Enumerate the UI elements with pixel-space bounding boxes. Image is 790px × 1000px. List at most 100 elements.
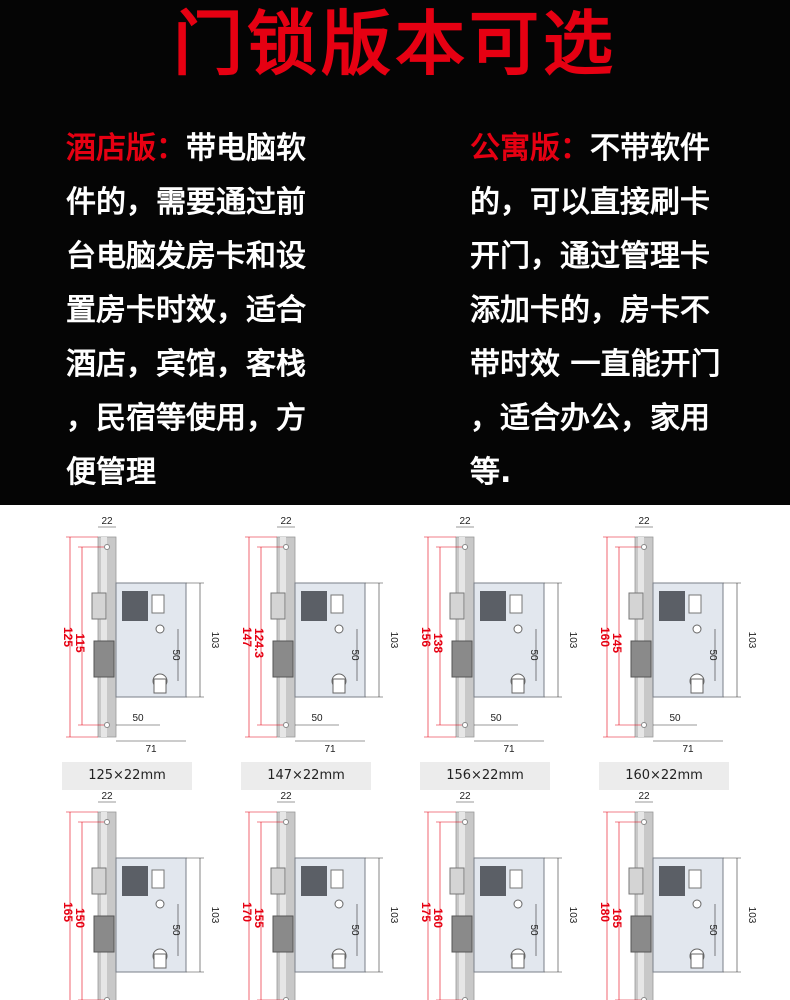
spindle-hole xyxy=(334,899,344,909)
hotel-line: 件的，需要通过前 xyxy=(66,185,306,220)
slot xyxy=(330,594,344,614)
latch-bolt xyxy=(91,592,107,620)
slot xyxy=(151,594,165,614)
hotel-version-description: 酒店版：带电脑软 件的，需要通过前 台电脑发房卡和设 置房卡时效，适合 酒店，宾… xyxy=(66,122,336,500)
dim-total-label: 125 xyxy=(61,627,75,647)
screw-hole xyxy=(462,819,468,825)
hotel-line: 带电脑软 xyxy=(186,131,306,166)
latch-bolt xyxy=(91,867,107,895)
apartment-version-description: 公寓版：不带软件 的，可以直接刷卡 开门，通过管理卡 添加卡的，房卡不 带时效 … xyxy=(470,122,760,500)
spindle-hole xyxy=(155,899,165,909)
latch-bolt xyxy=(449,867,465,895)
apartment-line: 带时效 一直能开门 xyxy=(470,347,721,382)
apartment-line: 不带软件 xyxy=(590,131,710,166)
dim-total-label: 147 xyxy=(240,627,254,647)
slot xyxy=(509,594,523,614)
dead-bolt xyxy=(93,640,115,678)
screw-hole xyxy=(641,544,647,550)
mechanism xyxy=(301,591,327,621)
hotel-line: 便管理 xyxy=(66,455,156,490)
cylinder-slot xyxy=(511,678,525,694)
screw-hole xyxy=(104,819,110,825)
cylinder-slot xyxy=(690,678,704,694)
apartment-line: 等. xyxy=(470,455,512,490)
dim-top-label: 22 xyxy=(101,791,113,802)
dim-top-label: 22 xyxy=(280,516,292,527)
dim-inner-label: 155 xyxy=(252,908,266,928)
dim-bottom1-label: 50 xyxy=(669,713,681,724)
dim-top-label: 22 xyxy=(638,791,650,802)
slot xyxy=(151,869,165,889)
dim-bottom2-label: 71 xyxy=(145,744,157,755)
mechanism xyxy=(122,866,148,896)
spindle-hole xyxy=(513,624,523,634)
faceplate-highlight xyxy=(638,812,644,1000)
screw-hole xyxy=(641,819,647,825)
slot xyxy=(688,594,702,614)
dim-mid-label: 50 xyxy=(528,924,539,936)
dim-right-label: 103 xyxy=(388,907,399,924)
faceplate-highlight xyxy=(280,537,286,737)
apartment-line: 添加卡的，房卡不 xyxy=(470,293,710,328)
cylinder-slot xyxy=(153,678,167,694)
spindle-hole xyxy=(692,624,702,634)
dim-mid-label: 50 xyxy=(707,649,718,661)
headline: 门锁版本可选 xyxy=(173,3,617,85)
dim-bottom1-label: 50 xyxy=(132,713,144,724)
dim-right-label: 103 xyxy=(567,632,578,649)
mechanism xyxy=(301,866,327,896)
dead-bolt xyxy=(272,640,294,678)
dim-mid-label: 50 xyxy=(349,649,360,661)
dim-inner-label: 165 xyxy=(610,908,624,928)
dim-bottom2-label: 71 xyxy=(324,744,336,755)
apartment-version-label: 公寓版： xyxy=(470,131,590,166)
dead-bolt xyxy=(93,915,115,953)
hotel-line: 置房卡时效，适合 xyxy=(66,293,306,328)
dim-inner-label: 150 xyxy=(73,908,87,928)
dead-bolt xyxy=(272,915,294,953)
latch-bolt xyxy=(270,867,286,895)
screw-hole xyxy=(462,544,468,550)
apartment-line: 开门，通过管理卡 xyxy=(470,239,710,274)
size-caption: 147×22mm xyxy=(241,762,371,790)
mechanism xyxy=(659,591,685,621)
spindle-hole xyxy=(692,899,702,909)
dim-mid-label: 50 xyxy=(349,924,360,936)
dim-right-label: 103 xyxy=(209,907,220,924)
screw-hole xyxy=(462,722,468,728)
dead-bolt xyxy=(630,640,652,678)
latch-bolt xyxy=(628,867,644,895)
screw-hole xyxy=(462,997,468,1000)
dim-top-label: 22 xyxy=(638,516,650,527)
dim-top-label: 22 xyxy=(459,791,471,802)
hotel-line: 酒店，宾馆，客栈 xyxy=(66,347,306,382)
dim-top-label: 22 xyxy=(459,516,471,527)
dim-total-label: 156 xyxy=(419,627,433,647)
slot xyxy=(330,869,344,889)
screw-hole xyxy=(104,722,110,728)
dim-inner-label: 138 xyxy=(431,633,445,653)
dim-mid-label: 50 xyxy=(707,924,718,936)
dim-right-label: 103 xyxy=(746,632,757,649)
dim-total-label: 160 xyxy=(598,627,612,647)
spindle-hole xyxy=(155,624,165,634)
cylinder-slot xyxy=(332,953,346,969)
dim-total-label: 175 xyxy=(419,902,433,922)
dim-inner-label: 160 xyxy=(431,908,445,928)
faceplate-highlight xyxy=(459,537,465,737)
latch-bolt xyxy=(449,592,465,620)
faceplate-highlight xyxy=(638,537,644,737)
faceplate-highlight xyxy=(459,812,465,1000)
